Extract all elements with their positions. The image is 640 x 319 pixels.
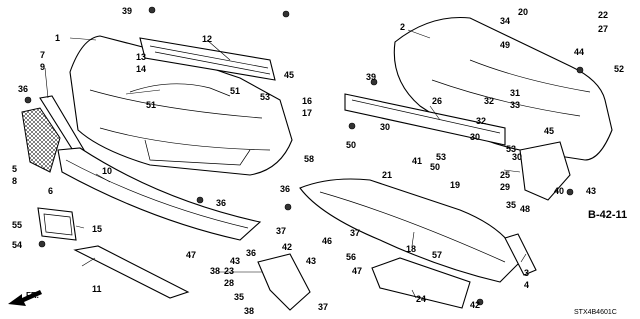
callout-42-a: 42 [282,242,292,252]
callout-2: 2 [400,22,405,32]
callout-22: 22 [598,10,608,20]
callout-50-a: 50 [346,140,356,150]
callout-12: 12 [202,34,212,44]
callout-15: 15 [92,224,102,234]
callout-18: 18 [406,244,416,254]
front-direction-arrow-icon [8,290,42,306]
callout-36-d: 36 [246,248,256,258]
callout-55: 55 [12,220,22,230]
callout-30-a: 30 [380,122,390,132]
callout-39-a: 39 [122,6,132,16]
callout-37-a: 37 [276,226,286,236]
callout-6: 6 [48,186,53,196]
callout-32-a: 32 [484,96,494,106]
rear-side-trim [504,233,537,276]
callout-51-a: 51 [146,100,156,110]
callout-35-a: 35 [234,292,244,302]
callout-36-c: 36 [216,198,226,208]
callout-30-c: 30 [512,152,522,162]
callout-13: 13 [136,52,146,62]
callout-53-b: 53 [506,144,516,154]
callout-8: 8 [12,176,17,186]
lower-grille [21,107,61,173]
callout-51-b: 51 [230,86,240,96]
callout-23: 23 [224,266,234,276]
front-under-spoiler [73,245,190,299]
callout-36-a: 36 [18,84,28,94]
callout-38-a: 38 [210,266,220,276]
callout-53-c: 53 [436,152,446,162]
callout-41: 41 [412,156,422,166]
callout-30-b: 30 [470,132,480,142]
callout-29: 29 [500,182,510,192]
callout-28: 28 [224,278,234,288]
callout-19: 19 [450,180,460,190]
callout-39-b: 39 [366,72,376,82]
catalog-code: STX4B4601C [574,309,617,316]
callout-57: 57 [432,250,442,260]
callout-34: 34 [500,16,510,26]
callout-48: 48 [520,204,530,214]
front-lower-absorber [57,147,262,241]
rear-splash-guard [519,141,571,201]
callout-56: 56 [346,252,356,262]
callout-17: 17 [302,108,312,118]
front-bumper-face [69,35,293,176]
callout-43-c: 43 [586,186,596,196]
upper-bracket [129,83,231,97]
callout-46: 46 [322,236,332,246]
callout-32-b: 32 [476,116,486,126]
callout-52: 52 [614,64,624,74]
callout-36-b: 36 [280,184,290,194]
callout-25: 25 [500,170,510,180]
callout-9: 9 [40,62,45,72]
callout-24: 24 [416,294,426,304]
callout-27: 27 [598,24,608,34]
callout-37-c: 37 [350,228,360,238]
callout-14: 14 [136,64,146,74]
callout-35-b: 35 [506,200,516,210]
direction-label: FR. [26,291,39,300]
callout-43-a: 43 [230,256,240,266]
callout-47-a: 47 [186,250,196,260]
callout-58: 58 [304,154,314,164]
callout-38-b: 38 [244,306,254,316]
callout-42-b: 42 [470,300,480,310]
callout-40: 40 [554,186,564,196]
callout-45-b: 45 [544,126,554,136]
callout-3: 3 [524,268,529,278]
callout-45-a: 45 [284,70,294,80]
callout-43-b: 43 [306,256,316,266]
callout-1: 1 [55,33,60,43]
callout-31: 31 [510,88,520,98]
callout-7: 7 [40,50,45,60]
reference-code: B-42-11 [588,209,627,221]
callout-49: 49 [500,40,510,50]
license-plate-base [37,207,77,241]
callout-4: 4 [524,280,529,290]
callout-10: 10 [102,166,112,176]
callout-20: 20 [518,7,528,17]
callout-21: 21 [382,170,392,180]
callout-47-b: 47 [352,266,362,276]
rear-diffuser [371,257,471,309]
callout-5: 5 [12,164,17,174]
rear-lower-skirt [299,178,521,283]
callout-54: 54 [12,240,22,250]
upper-absorber [139,37,276,81]
front-mud-guard [257,253,311,311]
callout-33: 33 [510,100,520,110]
rear-bumper-cover [393,16,613,161]
callout-11: 11 [92,284,102,294]
callout-16: 16 [302,96,312,106]
callout-44: 44 [574,47,584,57]
callout-37-b: 37 [318,302,328,312]
callout-53-a: 53 [260,92,270,102]
callout-50-b: 50 [430,162,440,172]
callout-26: 26 [432,96,442,106]
rear-bumper-beam [344,93,506,146]
